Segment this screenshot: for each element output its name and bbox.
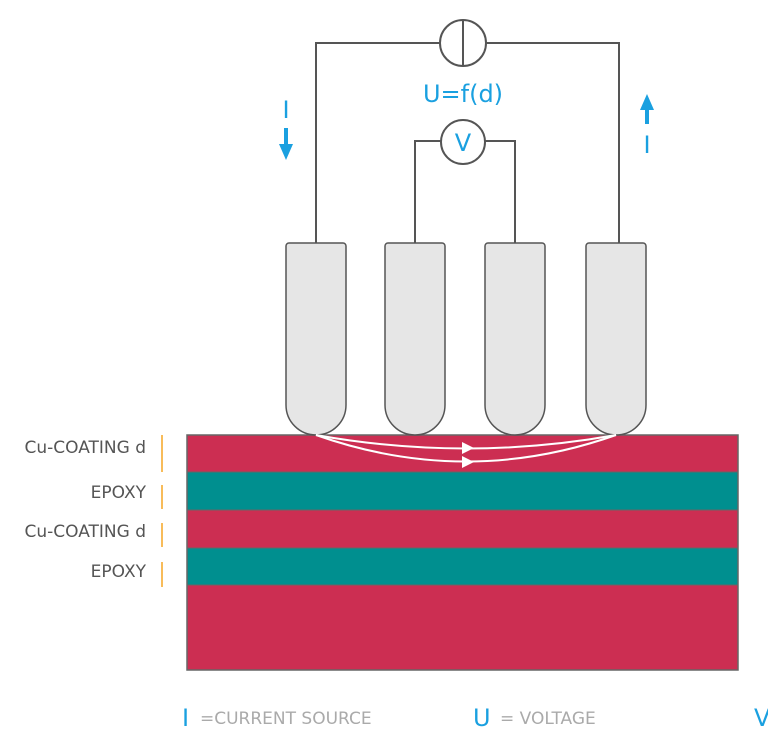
- flow-arrow-icon: [462, 442, 474, 454]
- probes: [285, 242, 647, 436]
- legend-text: = VOLTAGE: [500, 709, 596, 729]
- probe-4: [585, 242, 647, 436]
- arrow-down-icon: [279, 128, 293, 160]
- probe-3: [484, 242, 546, 436]
- wire-right-outer: [486, 42, 620, 243]
- layer-label: Cu-COATING d: [24, 438, 146, 458]
- voltmeter-icon: V: [440, 119, 486, 165]
- legend: I =CURRENT SOURCE U = VOLTAGE V: [182, 704, 768, 732]
- flow-arrow-icon: [462, 456, 474, 468]
- layer-label: EPOXY: [91, 562, 147, 582]
- legend-symbol: I: [182, 704, 189, 732]
- wire-left-inner: [414, 140, 441, 243]
- wire-right-inner: [485, 140, 516, 243]
- legend-symbol: V: [754, 704, 768, 732]
- layer-label: EPOXY: [91, 483, 147, 503]
- layer-cu-2: [187, 510, 738, 548]
- layer-label: Cu-COATING d: [24, 522, 146, 542]
- wire-left-outer: [315, 42, 440, 243]
- voltmeter-symbol: V: [455, 129, 472, 157]
- probe-2: [384, 242, 446, 436]
- legend-symbol: U: [473, 704, 491, 732]
- probe-1: [285, 242, 347, 436]
- arrow-up-icon: [640, 94, 654, 124]
- legend-text: =CURRENT SOURCE: [200, 709, 372, 729]
- current-up-label: I: [643, 131, 650, 159]
- layer-labels: Cu-COATING d EPOXY Cu-COATING d EPOXY: [24, 435, 163, 587]
- circuit-wires: [315, 42, 620, 243]
- formula-label: U=f(d): [423, 80, 503, 108]
- layer-stack: [186, 434, 739, 671]
- current-down-label: I: [282, 96, 289, 124]
- layer-substrate: [187, 585, 738, 670]
- layer-epoxy-1: [187, 472, 738, 510]
- layer-epoxy-2: [187, 548, 738, 585]
- current-source-icon: [439, 19, 487, 67]
